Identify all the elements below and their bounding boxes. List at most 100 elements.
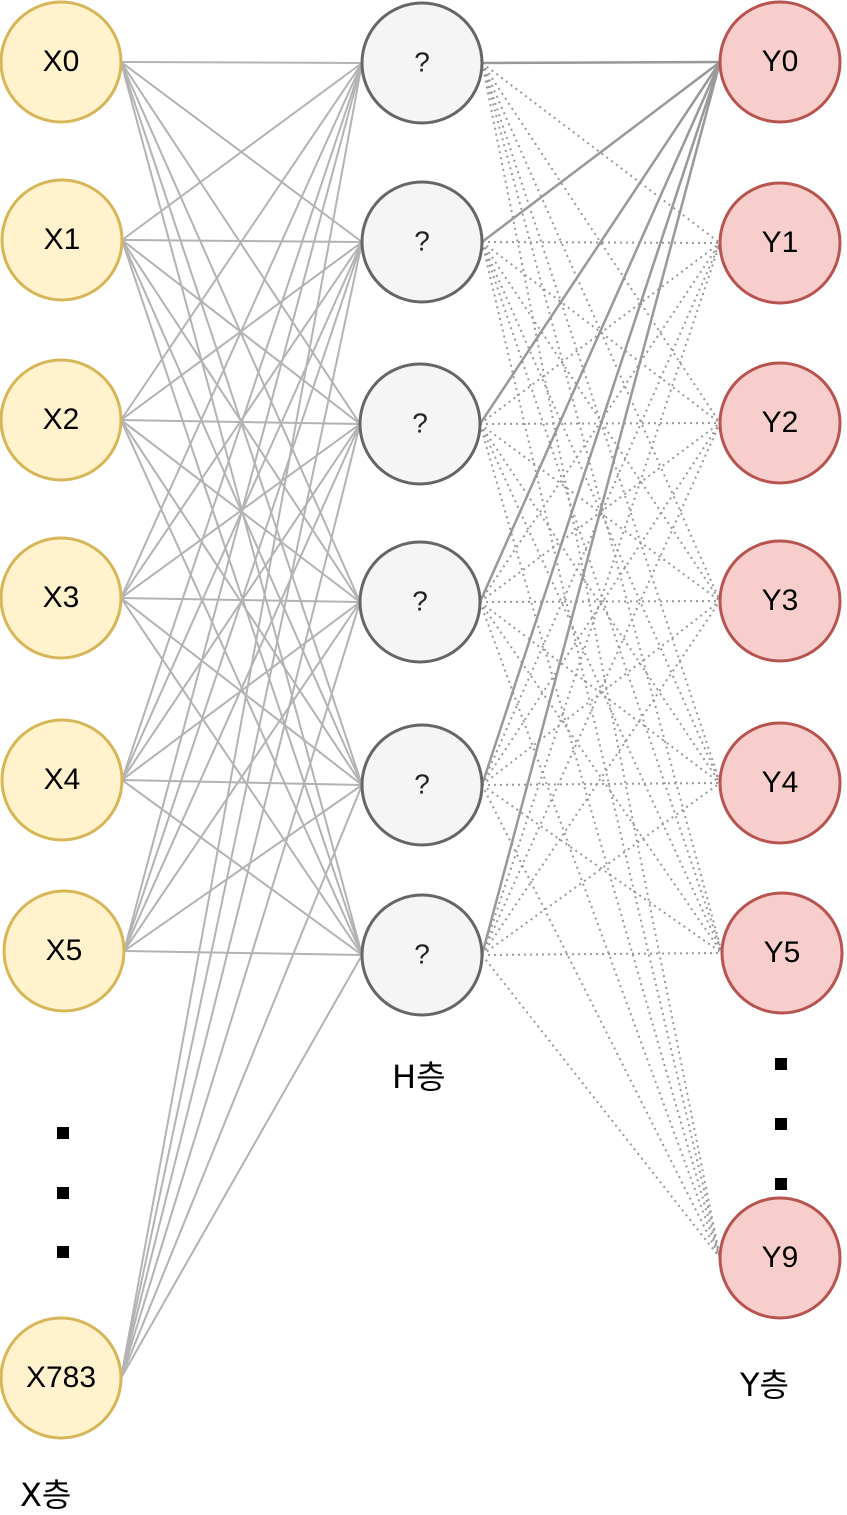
edge-h1-y6	[481, 241, 721, 1259]
edge-x5-h4	[123, 784, 363, 952]
hidden-node-1: ?	[360, 180, 484, 304]
edge-h0-y5	[481, 62, 723, 954]
input-node-0: X0	[0, 0, 123, 124]
edge-x6-h3	[120, 601, 361, 1379]
hidden-node-circle	[360, 1, 484, 125]
input-node-label: X3	[43, 581, 80, 614]
edge-h4-y2	[481, 422, 721, 786]
edge-h1-y2	[481, 241, 721, 424]
input-layer-label: X층	[20, 1476, 71, 1514]
output-node-circle	[718, 181, 842, 305]
input-node-circle	[0, 536, 123, 660]
input-node-circle	[0, 358, 123, 482]
hidden-layer-label: H층	[392, 1058, 446, 1096]
input-ellipsis-dot	[57, 1246, 69, 1258]
hidden-node-2: ?	[358, 362, 482, 486]
edge-x3-h3	[120, 597, 361, 603]
edge-x5-h3	[123, 601, 361, 952]
edge-h4-y4	[481, 782, 721, 786]
output-node-circle	[718, 361, 842, 485]
edge-x5-h5	[123, 950, 363, 956]
input-node-label: X1	[44, 223, 81, 256]
ellipsis-dots	[57, 1058, 787, 1258]
output-node-3: Y3	[718, 539, 842, 663]
edge-h5-y4	[481, 782, 721, 956]
input-node-4: X4	[0, 718, 124, 842]
input-hidden-edges	[120, 61, 363, 1379]
edge-h4-y6	[481, 784, 721, 1259]
edge-h3-y5	[479, 601, 723, 954]
input-node-2: X2	[0, 358, 123, 482]
edge-x2-h0	[120, 62, 363, 421]
input-node-circle	[0, 718, 124, 842]
output-node-5: Y5	[720, 891, 844, 1015]
edge-x0-h0	[120, 61, 363, 64]
edge-h3-y6	[479, 601, 721, 1259]
input-node-label: X5	[46, 934, 83, 967]
edge-h2-y0-solid	[478, 61, 722, 425]
edge-h5-y6	[481, 954, 721, 1259]
output-node-label: Y2	[762, 406, 799, 439]
edge-h1-y1	[481, 241, 721, 244]
output-node-label: Y5	[764, 936, 801, 969]
input-node-circle	[0, 0, 123, 124]
input-node-1: X1	[0, 178, 124, 302]
output-node-label: Y4	[762, 766, 799, 799]
edge-h5-y2	[481, 422, 721, 956]
edge-h2-y6	[479, 423, 721, 1259]
edge-h4-y5	[481, 784, 723, 954]
edge-x6-h0	[120, 62, 363, 1379]
edge-h3-y2	[479, 422, 721, 603]
output-node-label: Y9	[762, 1241, 799, 1274]
input-node-circle	[0, 1316, 123, 1440]
output-node-circle	[718, 1196, 842, 1320]
edge-h1-y0-solid	[481, 61, 721, 243]
edge-h2-y3	[479, 423, 721, 602]
edge-h0-y6	[481, 62, 721, 1259]
hidden-node-label: ?	[412, 585, 428, 616]
edge-h3-y0-solid	[478, 61, 722, 603]
hidden-node-4: ?	[360, 723, 484, 847]
edge-x4-h0	[121, 62, 363, 781]
input-node-6: X783	[0, 1316, 123, 1440]
output-node-0: Y0	[718, 0, 842, 124]
edge-h1-y5	[481, 241, 723, 954]
edge-h5-y3	[481, 600, 721, 956]
edge-h4-y1	[481, 242, 721, 786]
input-node-label: X2	[43, 403, 80, 436]
hidden-layer: ??????	[358, 1, 484, 1017]
input-ellipsis-dot	[57, 1127, 69, 1139]
edge-h4-y3	[481, 600, 721, 786]
edge-x4-h4	[121, 779, 363, 786]
output-node-1: Y1	[718, 181, 842, 305]
hidden-node-label: ?	[414, 938, 430, 969]
hidden-node-circle	[360, 723, 484, 847]
hidden-node-label: ?	[414, 225, 430, 256]
hidden-node-circle	[360, 893, 484, 1017]
input-node-circle	[0, 178, 124, 302]
input-node-3: X3	[0, 536, 123, 660]
hidden-node-3: ?	[358, 540, 482, 664]
output-layer-label: Y층	[739, 1366, 789, 1404]
input-ellipsis-dot	[57, 1187, 69, 1199]
output-node-label: Y0	[762, 45, 799, 78]
output-ellipsis-dot	[775, 1178, 787, 1190]
hidden-node-label: ?	[414, 768, 430, 799]
output-node-circle	[720, 891, 844, 1015]
edge-x6-h1	[120, 241, 363, 1379]
hidden-node-5: ?	[360, 893, 484, 1017]
input-node-label: X4	[44, 763, 81, 796]
hidden-node-circle	[358, 362, 482, 486]
hidden-node-label: ?	[412, 407, 428, 438]
edge-h5-y1	[481, 242, 721, 956]
edge-x3-h0	[120, 62, 363, 599]
output-node-circle	[718, 0, 842, 124]
hidden-node-0: ?	[360, 1, 484, 125]
edge-h3-y4	[479, 601, 721, 784]
hidden-node-label: ?	[414, 46, 430, 77]
input-node-label: X783	[26, 1361, 96, 1394]
edge-x5-h1	[123, 241, 363, 952]
edge-x6-h4	[120, 784, 363, 1379]
